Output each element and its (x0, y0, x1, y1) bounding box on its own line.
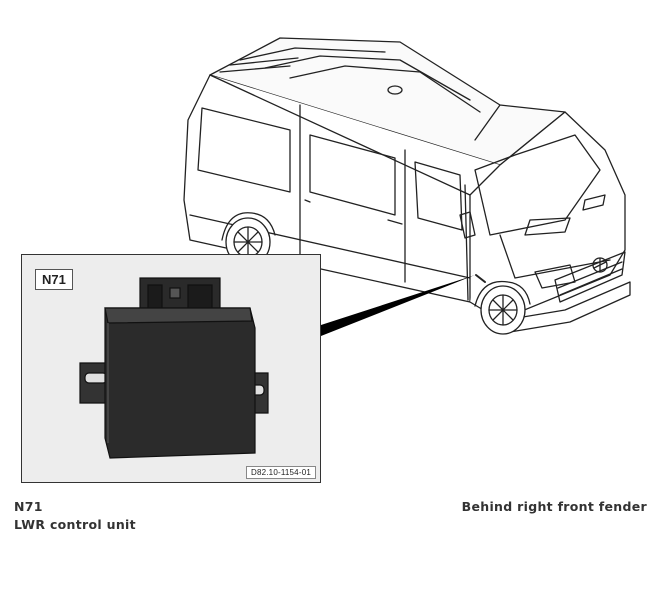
inset-component-code: N71 (35, 269, 73, 290)
control-unit-module-image (79, 277, 269, 459)
component-code: N71 (14, 499, 43, 514)
component-name: LWR control unit (14, 517, 136, 532)
figure-reference-number: D82.10-1154-01 (245, 466, 316, 479)
component-detail-inset: N71 D82.10-1154-01 (21, 254, 321, 483)
component-location: Behind right front fender (461, 499, 647, 514)
